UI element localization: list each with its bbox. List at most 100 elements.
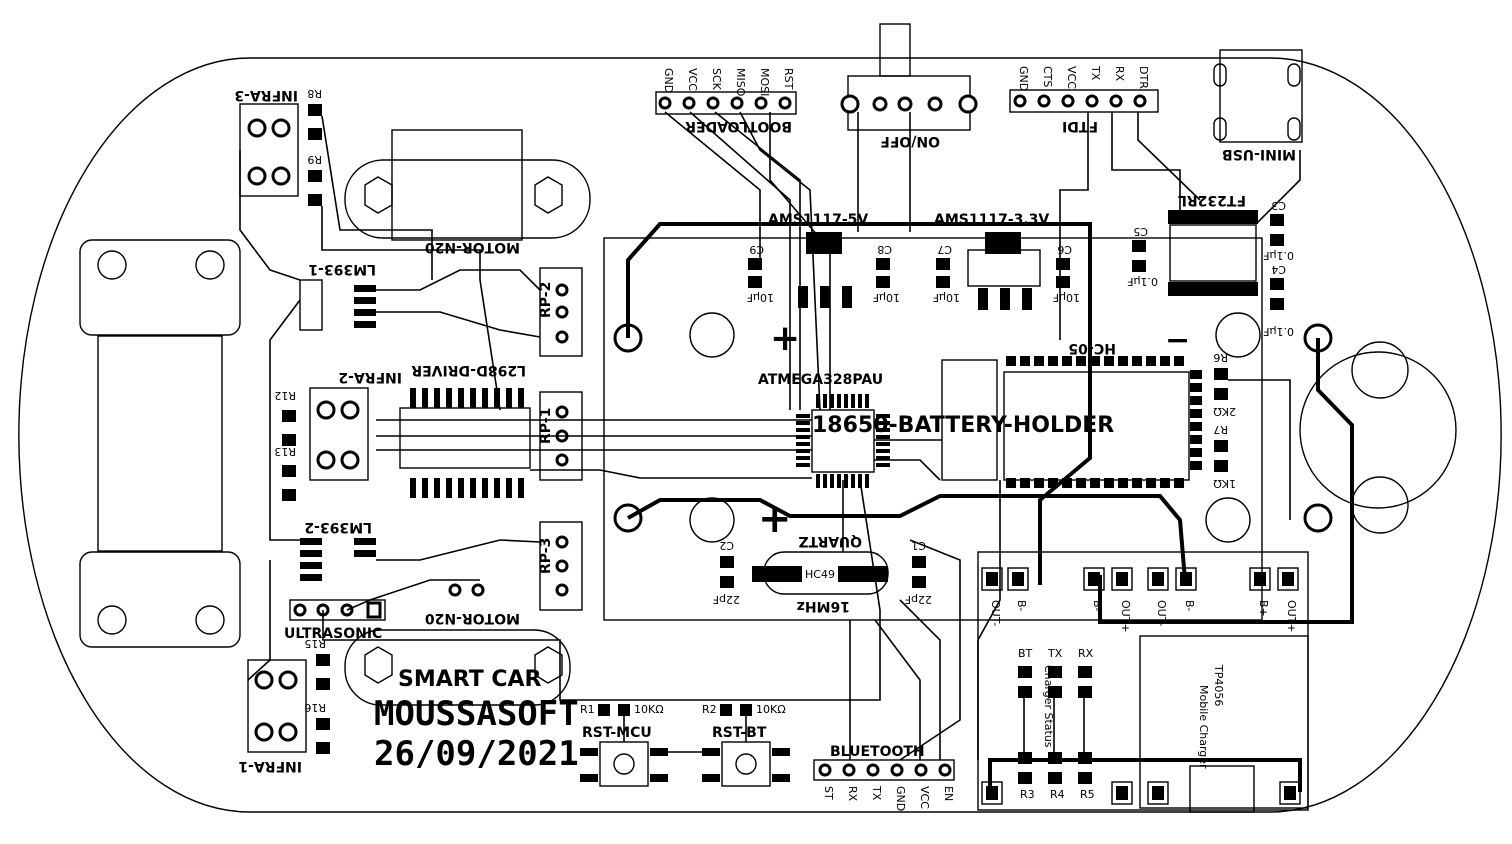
svg-text:C5: C5: [1133, 225, 1148, 238]
l298-pin: [482, 478, 488, 498]
mini-usb-connector: MINI-USB: [1213, 49, 1303, 162]
mcu-pin: [796, 456, 810, 460]
ftdi-pin: [1109, 94, 1123, 108]
on-off-switch[interactable]: ON/OFF: [840, 23, 978, 149]
mcu-pin: [876, 421, 890, 425]
hc05-pin: [1104, 478, 1114, 488]
svg-text:Mobile Charger: Mobile Charger: [1197, 685, 1210, 769]
bluetooth-pin-label: VCC: [918, 786, 931, 809]
terminal-pad: [1279, 781, 1301, 805]
resistors-hc05: R6 2KΩ R7 1KΩ: [1213, 351, 1236, 490]
l298-pin: [458, 388, 464, 408]
bluetooth-pin-label: TX: [870, 785, 883, 801]
infra-3-sensor: INFRA-3: [234, 87, 299, 197]
mcu-pin: [823, 474, 827, 488]
svg-text:Charger Status: Charger Status: [1042, 665, 1055, 748]
mcu-pin: [796, 421, 810, 425]
rst-bt-button[interactable]: RST-BT: [702, 725, 790, 787]
hc05-pin: [1174, 478, 1184, 488]
mcu-pin: [858, 394, 862, 408]
mcu-pin: [816, 394, 820, 408]
bluetooth-pin: [842, 763, 856, 777]
terminal-pad: [981, 567, 1003, 591]
bootloader-pin: [778, 96, 792, 110]
terminal-pad: [1083, 567, 1105, 591]
l298-pin: [494, 478, 500, 498]
svg-text:FTDI: FTDI: [1062, 118, 1098, 134]
bluetooth-pin: [938, 763, 952, 777]
hc05-pin: [1160, 478, 1170, 488]
svg-text:R6: R6: [1213, 351, 1228, 364]
caster-wheel: [1299, 341, 1457, 534]
bluetooth-pin-label: RX: [846, 786, 859, 802]
terminal-pad: [1111, 567, 1133, 591]
svg-text:10µF: 10µF: [1053, 291, 1080, 304]
hc05-pin: [1104, 356, 1114, 366]
lm393-1-chip: LM393-1: [299, 261, 376, 331]
l298-pin: [518, 388, 524, 408]
ftdi-pin-label: DTR: [1137, 66, 1150, 89]
hc05-pin: [1048, 356, 1058, 366]
ftdi-pin: [1085, 94, 1099, 108]
svg-text:HC49: HC49: [805, 568, 835, 581]
mcu-pin: [830, 394, 834, 408]
terminal-pad: [1007, 567, 1029, 591]
svg-text:RST-BT: RST-BT: [712, 725, 767, 741]
terminal-pad: [1111, 781, 1133, 805]
terminal-pad-core: [1116, 572, 1128, 586]
mcu-pin: [796, 435, 810, 439]
svg-text:QUARTZ: QUARTZ: [798, 533, 862, 549]
hc05-pin: [1076, 356, 1086, 366]
svg-text:INFRA-3: INFRA-3: [234, 87, 298, 103]
svg-text:RST-MCU: RST-MCU: [582, 725, 652, 741]
mcu-pin: [876, 428, 890, 432]
svg-text:10µF: 10µF: [873, 291, 900, 304]
hc05-pin: [1006, 356, 1016, 366]
bootloader-pin-label: VCC: [686, 68, 699, 91]
ftdi-pin: [1013, 94, 1027, 108]
l298-pin: [422, 478, 428, 498]
terminal-pad-core: [1284, 786, 1296, 800]
svg-text:R7: R7: [1213, 423, 1228, 436]
hc05-pin: [1190, 448, 1202, 457]
hc05-pin: [1190, 370, 1202, 379]
mcu-pin: [796, 449, 810, 453]
mcu-pin: [876, 442, 890, 446]
mcu-pin: [837, 474, 841, 488]
svg-text:R16: R16: [304, 701, 326, 714]
svg-text:C7: C7: [937, 243, 952, 256]
bootloader-pin: [754, 96, 768, 110]
hc05-pin: [1132, 478, 1142, 488]
bootloader-pin-label: GND: [662, 68, 675, 93]
terminal-label: OUT-: [989, 600, 1002, 626]
terminal-pad-core: [1152, 786, 1164, 800]
mcu-pin: [876, 449, 890, 453]
terminal-pad-core: [1282, 572, 1294, 586]
svg-text:0.1µF: 0.1µF: [1263, 325, 1294, 338]
l298-pin: [458, 478, 464, 498]
svg-text:R5: R5: [1080, 788, 1095, 801]
bootloader-pin: [730, 96, 744, 110]
svg-text:C9: C9: [749, 243, 764, 256]
hc05-pin: [1048, 478, 1058, 488]
bootloader-pin-label: RST: [782, 68, 795, 90]
svg-text:22pF: 22pF: [905, 593, 932, 606]
hc05-pin: [1118, 356, 1128, 366]
signal-traces: [239, 111, 1301, 761]
mcu-pin: [830, 474, 834, 488]
svg-text:R1: R1: [580, 703, 595, 716]
mcu-pin: [876, 456, 890, 460]
svg-text:BLUETOOTH: BLUETOOTH: [830, 744, 925, 760]
terminal-pad: [1147, 567, 1169, 591]
mcu-pin: [876, 414, 890, 418]
bluetooth-pin: [866, 763, 880, 777]
mcu-pin: [796, 442, 810, 446]
l298-pin: [470, 478, 476, 498]
l298-pin: [506, 478, 512, 498]
l298-pin: [434, 388, 440, 408]
rp-2-header: RP-2: [538, 267, 583, 357]
power-traces: [626, 222, 1354, 792]
hc05-pin: [1190, 383, 1202, 392]
